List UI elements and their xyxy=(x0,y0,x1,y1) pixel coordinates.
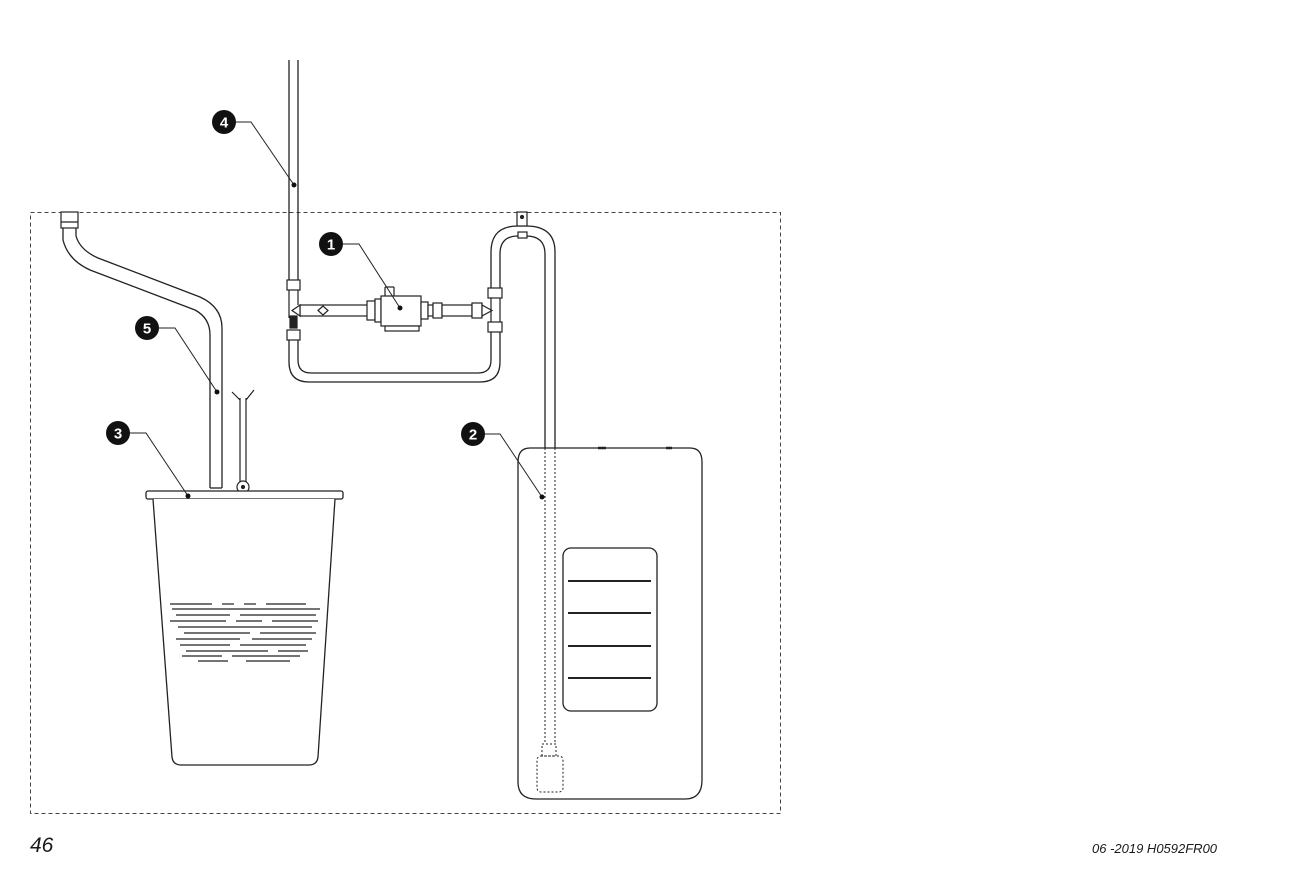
inlet-fitting xyxy=(60,211,79,229)
callout-4-label: 4 xyxy=(220,115,229,132)
bypass-loop xyxy=(288,332,501,383)
callout-1: 1 xyxy=(319,232,343,256)
callout-5: 5 xyxy=(135,316,159,340)
level-gauge-marks xyxy=(568,580,651,679)
right-fittings xyxy=(487,211,528,333)
bucket xyxy=(145,490,344,766)
inlet-pipe xyxy=(62,228,223,489)
pump-assembly xyxy=(290,286,494,332)
callout-1-label: 1 xyxy=(327,237,335,254)
reservoir-tank xyxy=(517,446,703,800)
level-probe xyxy=(231,389,255,494)
callout-3: 3 xyxy=(106,421,130,445)
leader-dots xyxy=(185,182,545,500)
callout-5-label: 5 xyxy=(143,321,151,338)
callout-2: 2 xyxy=(461,422,485,446)
callout-4: 4 xyxy=(212,110,236,134)
document-reference: 06 -2019 H0592FR00 xyxy=(1092,841,1218,856)
callout-2-label: 2 xyxy=(469,427,477,444)
callout-3-label: 3 xyxy=(114,426,122,443)
left-fittings xyxy=(286,279,301,341)
page-number: 46 xyxy=(30,834,54,857)
supply-pipe xyxy=(288,60,299,280)
installation-boundary xyxy=(30,212,781,814)
hidden-suction-pipe xyxy=(536,448,564,793)
bucket-water xyxy=(170,603,320,662)
